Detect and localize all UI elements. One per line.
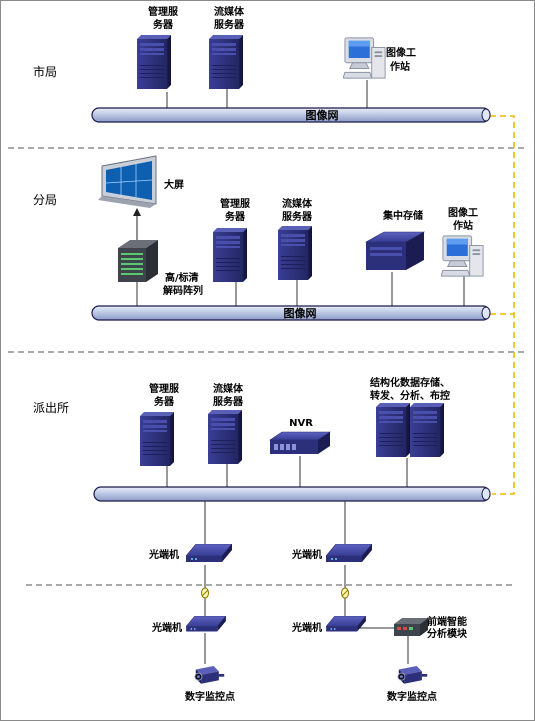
- city-workstation-icon: [343, 37, 386, 79]
- inter-tier-connector: [490, 115, 515, 495]
- camera-icon-left: [194, 665, 225, 685]
- camera-icon-right: [397, 665, 428, 685]
- city-mgmt-server-label-1: 管理服: [148, 5, 179, 18]
- station-media-server-icon: [208, 410, 242, 464]
- smart-module-label-2: 分析模块: [427, 627, 468, 640]
- decoder-label-1: 高/标清: [165, 271, 199, 284]
- branch-mgmt-server-icon: [213, 228, 247, 282]
- branch-mgmt-server-label-2: 务器: [225, 210, 246, 223]
- station-media-server-label-1: 流媒体: [213, 382, 244, 395]
- branch-mgmt-server-label-1: 管理服: [220, 197, 251, 210]
- station-media-server-label-2: 服务器: [213, 395, 244, 408]
- structured-storage-server-icon-2: [410, 403, 444, 457]
- branch-bus-label: 图像网: [284, 306, 317, 320]
- optical-terminal-label-top-right: 光端机: [291, 548, 322, 561]
- optical-terminal-icon-bottom-right: [326, 616, 366, 632]
- nvr-label: NVR: [289, 418, 313, 429]
- branch-bus: 图像网: [91, 305, 491, 321]
- tier-label-branch: 分局: [33, 193, 57, 207]
- fiber-splice-icon-left: [201, 587, 209, 599]
- city-bus: 图像网: [91, 107, 491, 123]
- optical-terminal-label-top-left: 光端机: [148, 548, 179, 561]
- video-wall-icon: [98, 155, 157, 208]
- optical-terminal-icon-top-left: [186, 544, 232, 563]
- city-workstation-label-1: 图像工: [386, 46, 416, 59]
- optical-terminal-label-bottom-left: 光端机: [151, 621, 182, 634]
- big-screen-label: 大屏: [164, 178, 184, 191]
- structured-storage-server-icon-1: [376, 403, 410, 457]
- arrow-up-icon: [133, 208, 141, 216]
- branch-workstation-label-1: 图像工: [448, 206, 478, 219]
- nvr-icon: [269, 431, 331, 454]
- station-mgmt-server-label-2: 务器: [154, 395, 175, 408]
- smart-analysis-module-icon: [394, 618, 428, 636]
- camera-label-right: 数字监控点: [387, 690, 437, 703]
- structured-storage-label-1: 结构化数据存储、: [370, 376, 450, 389]
- structured-storage-label-2: 转发、分析、布控: [370, 389, 450, 402]
- branch-media-server-label-2: 服务器: [282, 210, 313, 223]
- decoder-array-icon: [118, 240, 158, 282]
- city-mgmt-server-icon: [137, 35, 171, 89]
- optical-terminal-icon-top-right: [326, 544, 372, 563]
- optical-terminal-label-bottom-right: 光端机: [291, 621, 322, 634]
- city-media-server-label-1: 流媒体: [214, 5, 245, 18]
- city-mgmt-server-label-2: 务器: [153, 18, 174, 31]
- decoder-label-2: 解码阵列: [163, 284, 203, 297]
- camera-label-left: 数字监控点: [185, 690, 235, 703]
- optical-terminal-icon-bottom-left: [186, 616, 226, 632]
- fiber-splice-icon-right: [341, 587, 349, 599]
- branch-media-server-icon: [278, 226, 312, 280]
- city-media-server-label-2: 服务器: [214, 18, 245, 31]
- city-bus-label: 图像网: [306, 108, 339, 122]
- branch-workstation-icon: [441, 235, 484, 277]
- smart-module-label-1: 前端智能: [427, 615, 467, 628]
- tier-label-station: 派出所: [33, 401, 69, 415]
- branch-media-server-label-1: 流媒体: [282, 197, 313, 210]
- station-mgmt-server-icon: [140, 412, 174, 466]
- station-bus: [93, 486, 491, 502]
- central-storage-icon: [364, 231, 426, 270]
- central-storage-label: 集中存储: [382, 209, 423, 222]
- tier-label-city: 市局: [33, 64, 57, 79]
- station-mgmt-server-label-1: 管理服: [149, 382, 180, 395]
- city-media-server-icon: [209, 35, 243, 89]
- city-workstation-label-2: 作站: [390, 60, 410, 73]
- branch-workstation-label-2: 作站: [453, 219, 473, 232]
